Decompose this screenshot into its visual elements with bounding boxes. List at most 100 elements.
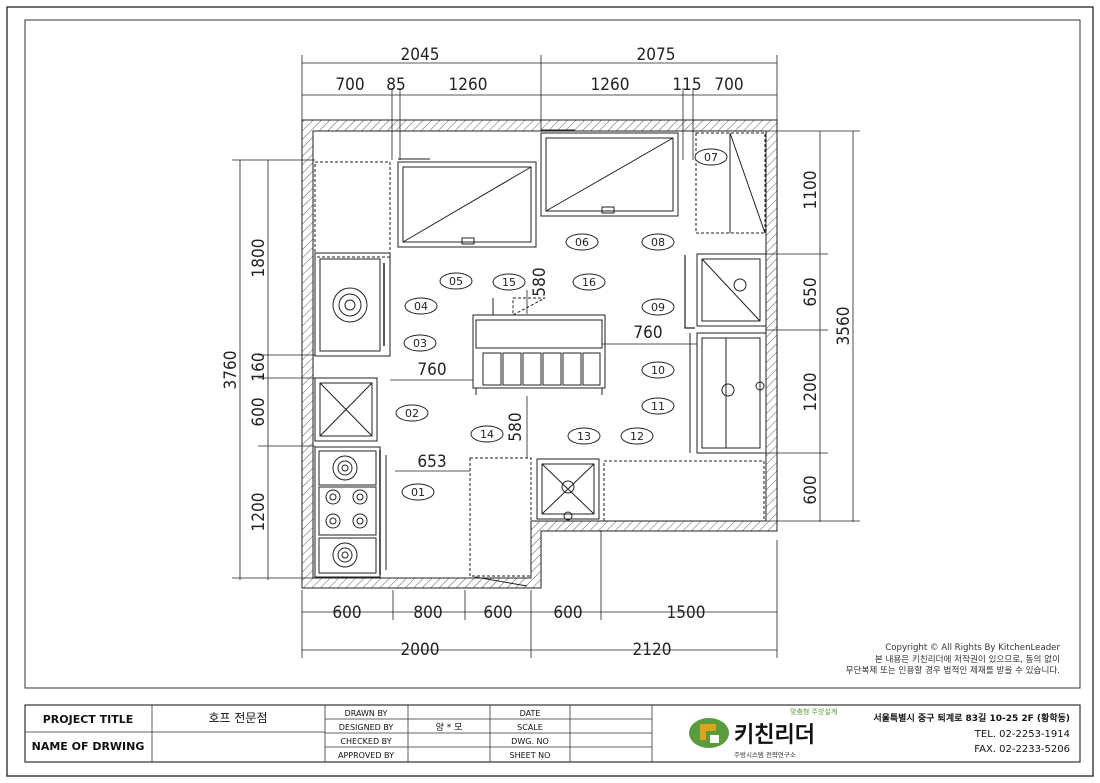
dim-left-total: 3760: [221, 351, 241, 390]
project-title-value: 호프 전문점: [208, 711, 267, 725]
tag-05: 05: [439, 272, 473, 290]
copyright-notice: Copyright © All Rights By KitchenLeader …: [760, 643, 1060, 678]
dim-right-part-2: 650: [801, 277, 821, 306]
project-title-label: PROJECT TITLE: [43, 713, 134, 726]
drawing-frame: [24, 19, 1081, 689]
wall-hatch: [301, 119, 778, 589]
equip-05-refrigerator: [397, 161, 537, 248]
tag-12: 12: [620, 427, 654, 445]
tag-08: 08: [641, 233, 675, 251]
tag-03: 03: [403, 334, 437, 352]
dim-right-part-1: 1100: [801, 171, 821, 210]
dim-top-part-5: 115: [672, 75, 701, 95]
copyright-line-1: Copyright © All Rights By KitchenLeader: [885, 643, 1060, 653]
dim-interior-3: 760: [417, 360, 446, 380]
svg-text:05: 05: [449, 275, 463, 288]
copyright-line-3: 무단복제 또는 인용할 경우 법적인 제재를 받을 수 있습니다.: [845, 666, 1060, 676]
logo-sub: 주방시스템 전략연구소: [734, 750, 796, 759]
dim-interior-4: 580: [506, 412, 526, 441]
dim-top-total-1: 2045: [401, 45, 440, 65]
dim-top-part-4: 1260: [591, 75, 630, 95]
tag-15: 15: [492, 273, 526, 291]
designed-by-label: DESIGNED BY: [339, 723, 394, 732]
dim-left-part-4: 1200: [249, 493, 269, 532]
dim-left-part-3: 600: [249, 397, 269, 426]
dim-bottom-part-4: 600: [553, 603, 582, 623]
svg-text:13: 13: [577, 430, 591, 443]
logo-name: 키친리더: [734, 723, 815, 748]
svg-text:02: 02: [405, 407, 419, 420]
svg-text:03: 03: [413, 337, 427, 350]
dim-bottom-part-2: 800: [413, 603, 442, 623]
equip-12-counter: [603, 460, 765, 522]
svg-text:16: 16: [582, 276, 596, 289]
company-fax: FAX. 02-2233-5206: [974, 744, 1070, 755]
dimension-lines: [232, 55, 860, 658]
sheet-outer-border: [6, 6, 1094, 777]
svg-text:14: 14: [480, 428, 494, 441]
dim-interior-5: 653: [417, 452, 446, 472]
svg-text:07: 07: [704, 151, 718, 164]
company-address: 서울특별시 중구 퇴계로 83길 10-25 2F (황학동): [873, 712, 1070, 724]
tag-06: 06: [565, 233, 599, 251]
equip-10-11-sink: [696, 332, 767, 454]
svg-text:09: 09: [651, 301, 665, 314]
scale-label: SCALE: [517, 723, 543, 732]
dwg-no-label: DWG. NO: [511, 737, 549, 746]
equip-04-sink: [314, 252, 391, 357]
dim-interior-1: 580: [530, 267, 550, 296]
tag-09: 09: [641, 298, 675, 316]
svg-text:12: 12: [630, 430, 644, 443]
title-block: [24, 704, 1081, 763]
dim-right-part-4: 600: [801, 475, 821, 504]
dim-right-total: 3560: [834, 307, 854, 346]
equip-counter-left-top: [314, 161, 391, 258]
tag-11: 11: [641, 397, 675, 415]
dim-top-part-3: 1260: [449, 75, 488, 95]
tag-02: 02: [395, 404, 429, 422]
drawing-name-label: NAME OF DRWING: [32, 740, 145, 753]
kitchenleader-logo: 맞춤형 주방설계 키친리더 주방시스템 전략연구소: [689, 707, 837, 759]
date-label: DATE: [520, 709, 541, 718]
dim-bottom-part-5: 1500: [667, 603, 706, 623]
tag-14: 14: [470, 425, 504, 443]
tag-01: 01: [401, 483, 435, 501]
svg-text:06: 06: [575, 236, 589, 249]
equip-15-16-island: [472, 314, 606, 389]
dim-right-part-3: 1200: [801, 373, 821, 412]
copyright-line-2: 본 내용은 키친리더에 저작권이 있으므로, 동의 없이: [874, 654, 1060, 665]
svg-text:04: 04: [414, 300, 428, 313]
svg-text:11: 11: [651, 400, 665, 413]
svg-text:01: 01: [411, 486, 425, 499]
dim-bottom-part-3: 600: [483, 603, 512, 623]
tag-04: 04: [404, 297, 438, 315]
equipment-tags: 01 02 03 04 05 06 07 08 09 10 11 12 13 1…: [395, 148, 728, 501]
dim-bottom-total-1: 2000: [401, 640, 440, 660]
logo-mark-icon: [689, 718, 729, 748]
designed-by-value: 양 * 모: [436, 722, 463, 733]
tag-16: 16: [572, 273, 606, 291]
dim-left-part-1: 1800: [249, 239, 269, 278]
approved-by-label: APPROVED BY: [338, 751, 394, 760]
tag-07: 07: [694, 148, 728, 166]
dim-bottom-total-2: 2120: [633, 640, 672, 660]
dim-top-part-2: 85: [386, 75, 405, 95]
dim-bottom-part-1: 600: [332, 603, 361, 623]
dim-interior-2: 760: [633, 323, 662, 343]
floor-plan: [301, 119, 778, 589]
equip-14-table: [469, 457, 532, 577]
equip-02-table: [314, 377, 378, 442]
tag-10: 10: [641, 361, 675, 379]
sheet-no-label: SHEET NO: [510, 751, 551, 760]
svg-text:15: 15: [502, 276, 516, 289]
drawn-by-label: DRAWN BY: [345, 709, 388, 718]
svg-text:08: 08: [651, 236, 665, 249]
equip-06-refrigerator: [540, 132, 679, 217]
equip-09-dishwasher: [696, 253, 767, 327]
svg-text:10: 10: [651, 364, 665, 377]
checked-by-label: CHECKED BY: [340, 737, 391, 746]
company-tel: TEL. 02-2253-1914: [974, 729, 1070, 740]
tag-13: 13: [567, 427, 601, 445]
dim-top-total-2: 2075: [637, 45, 676, 65]
